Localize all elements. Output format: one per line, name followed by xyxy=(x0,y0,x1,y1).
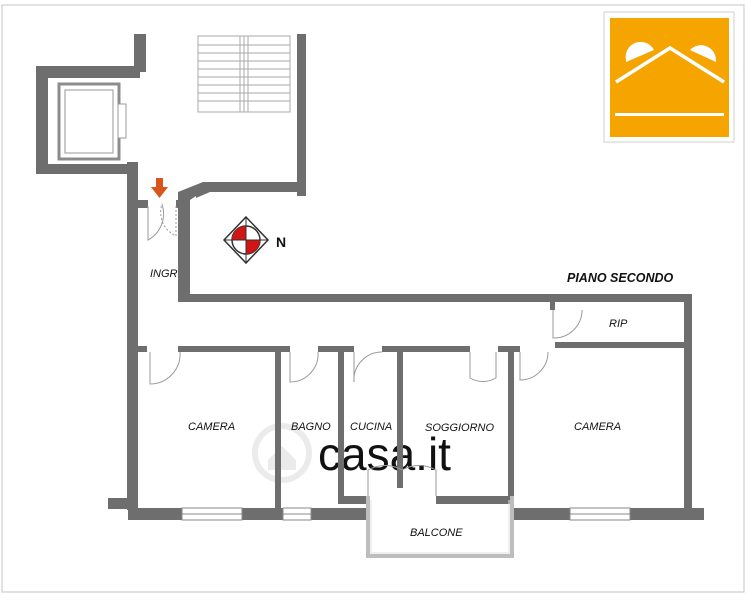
room-label-bathroom: BAGNO xyxy=(291,421,331,433)
compass-icon xyxy=(222,215,270,265)
lift-shaft xyxy=(36,66,140,174)
room-label-storage: RIP xyxy=(609,318,628,330)
entry-arrow-icon xyxy=(151,178,168,198)
room-label-bedroom-right: CAMERA xyxy=(574,421,621,433)
brand-logo xyxy=(603,11,735,143)
room-label-bedroom-left: CAMERA xyxy=(188,421,235,433)
floor-title: PIANO SECONDO xyxy=(567,271,674,285)
windows xyxy=(181,507,631,521)
walls xyxy=(108,34,704,520)
compass-north-label: N xyxy=(276,234,286,250)
watermark-text: casa.it xyxy=(318,428,451,480)
room-label-entrance: INGR xyxy=(150,268,178,280)
staircase xyxy=(197,35,291,113)
room-label-balcony: BALCONE xyxy=(410,527,463,539)
door-swings xyxy=(147,203,583,496)
room-label-kitchen: CUCINA xyxy=(350,421,392,433)
room-label-living: SOGGIORNO xyxy=(425,422,495,434)
balcony-railing xyxy=(366,496,514,558)
